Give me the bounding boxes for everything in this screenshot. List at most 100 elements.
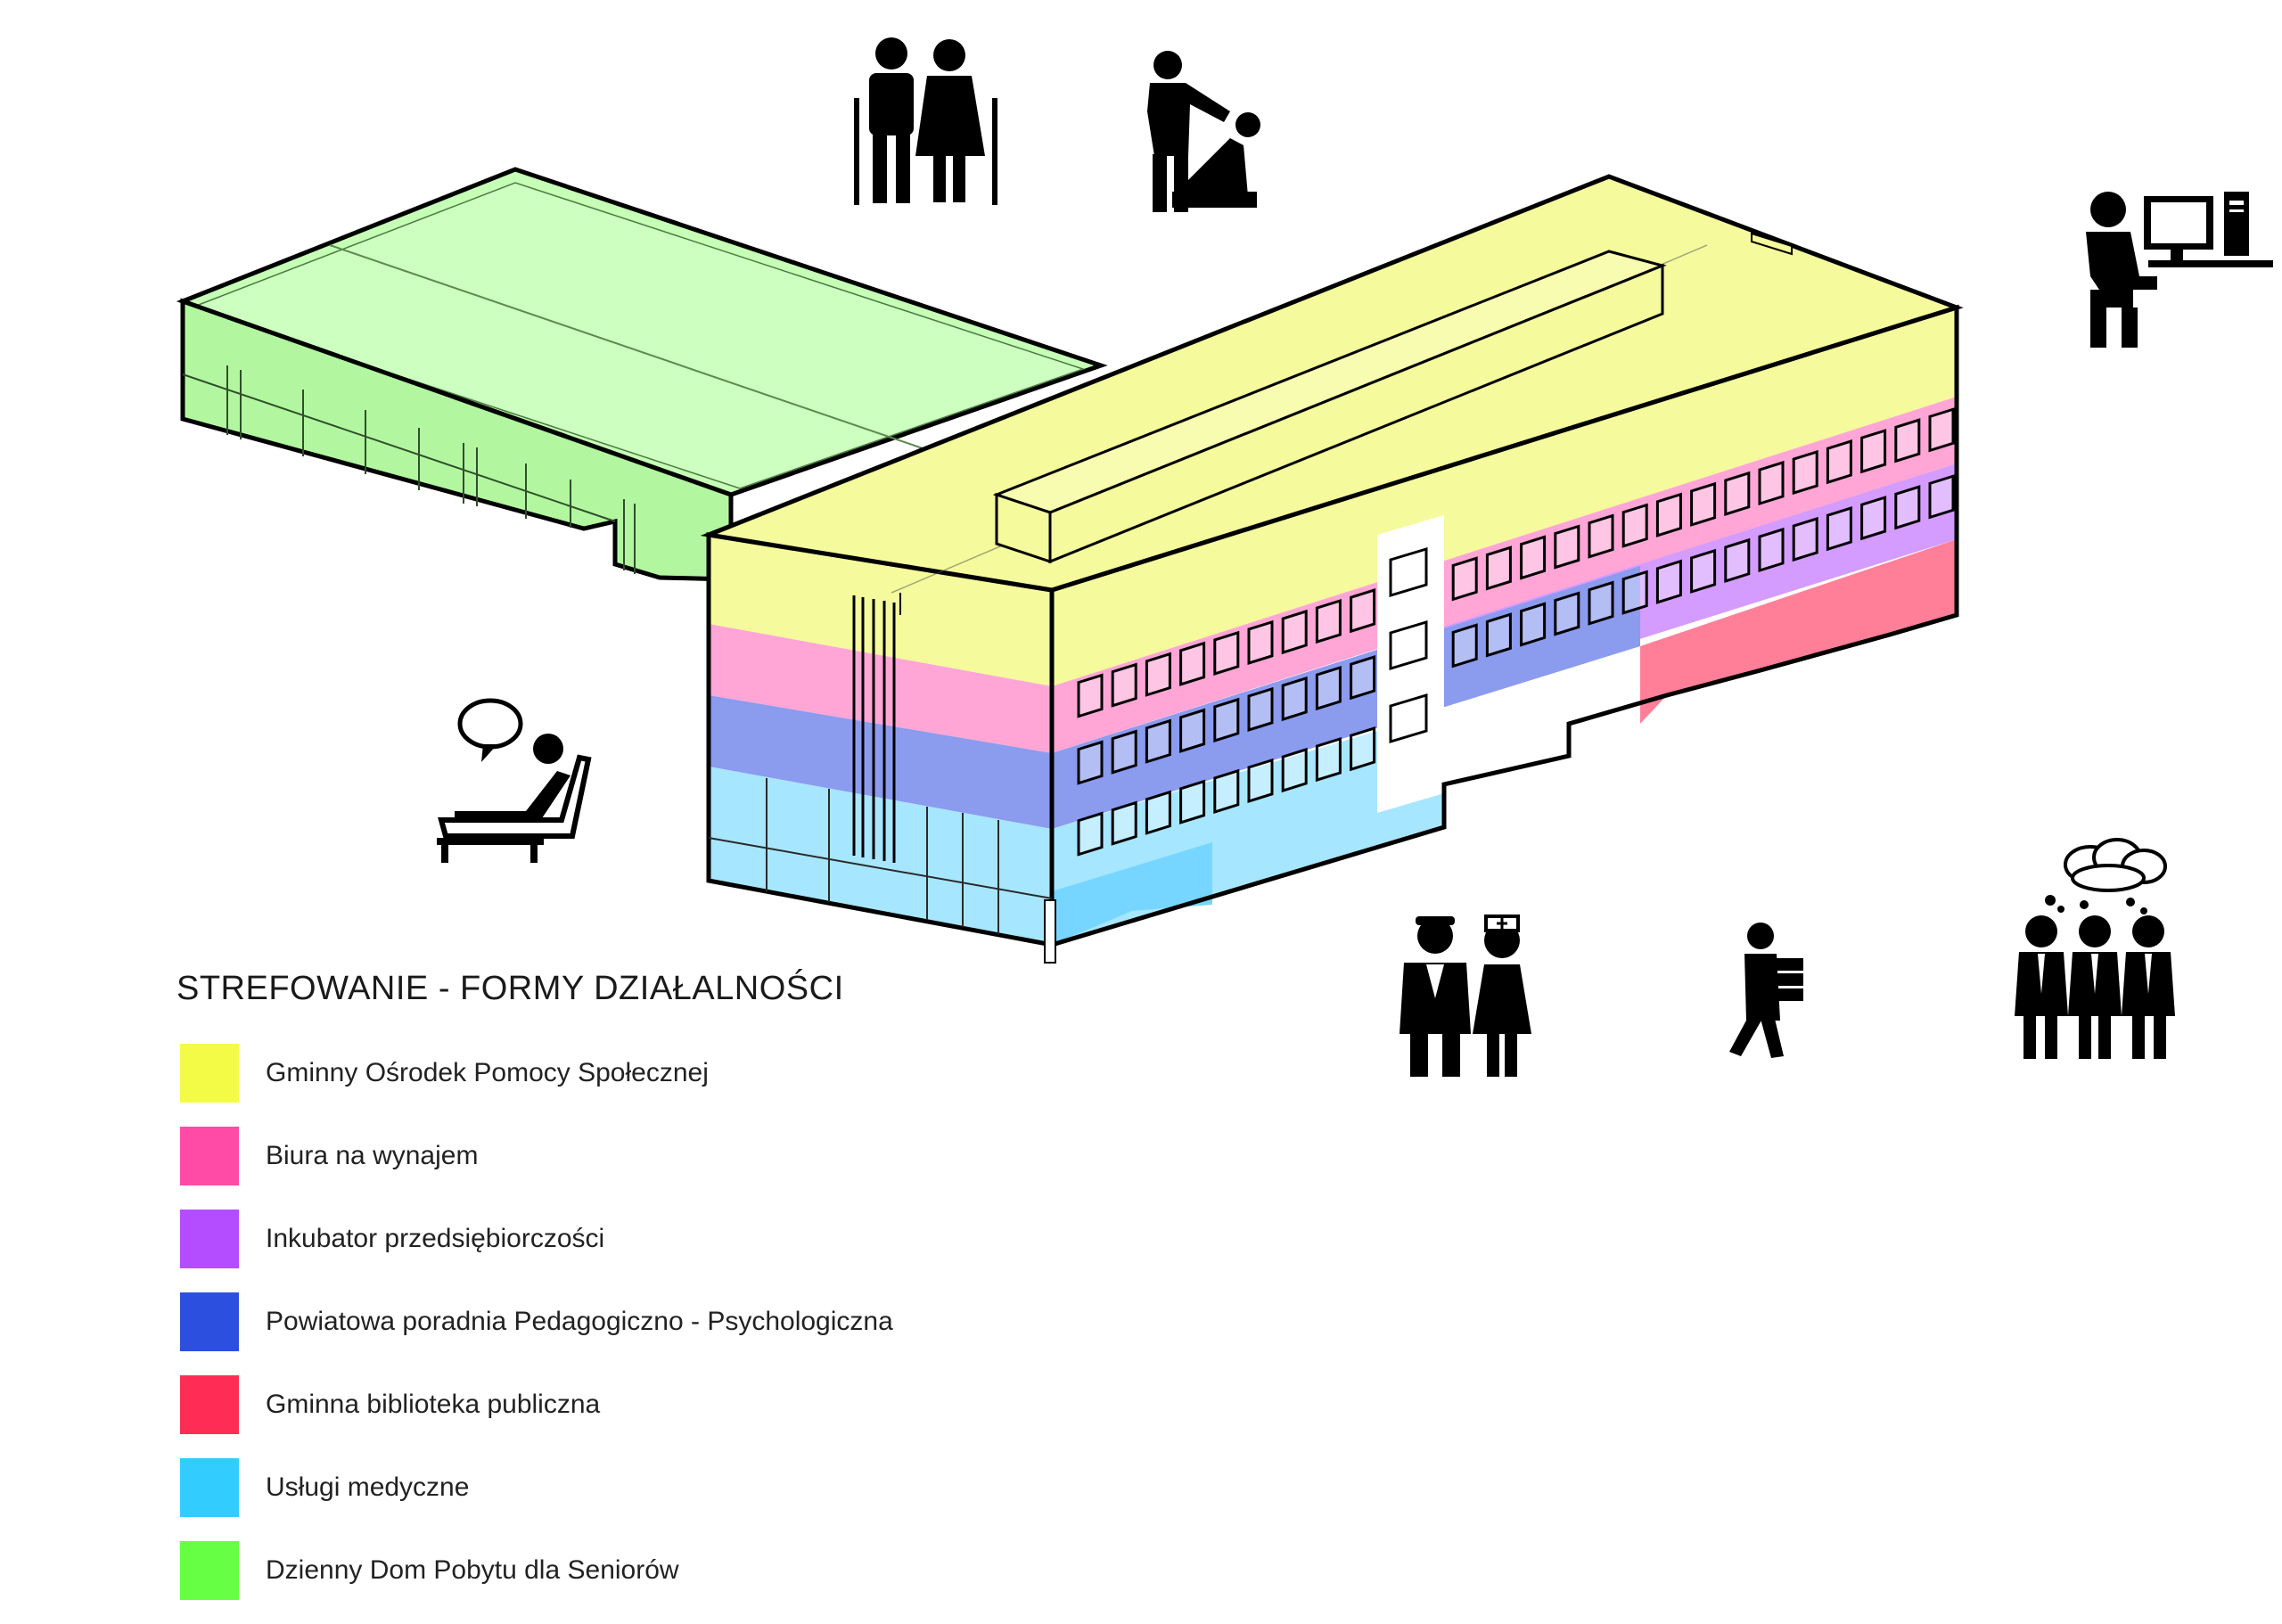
window — [1485, 545, 1512, 591]
window — [1111, 800, 1137, 846]
legend-swatch — [180, 1292, 239, 1351]
computer-worker-icon — [2086, 192, 2273, 348]
window — [1179, 708, 1206, 753]
stair-window — [1389, 546, 1428, 598]
legend-swatch — [180, 1375, 239, 1434]
legend-label: Dzienny Dom Pobytu dla Seniorów — [266, 1555, 679, 1585]
legend-item-yellow: Gminny Ośrodek Pomocy Społecznej — [176, 1044, 1246, 1103]
elderly-couple-icon — [854, 37, 997, 205]
window — [1350, 588, 1376, 634]
window — [1247, 686, 1274, 733]
legend-label: Gminny Ośrodek Pomocy Społecznej — [266, 1058, 709, 1087]
window — [1894, 418, 1921, 463]
window — [1758, 527, 1785, 573]
window — [1145, 790, 1171, 835]
window — [1792, 516, 1818, 562]
window — [1179, 779, 1206, 824]
window — [1520, 535, 1547, 580]
window — [1621, 503, 1648, 548]
business-group-icon — [2015, 838, 2175, 1059]
legend-title: STREFOWANIE - FORMY DZIAŁALNOŚCI — [176, 970, 844, 1007]
legend-label: Biura na wynajem — [266, 1141, 479, 1170]
window — [1247, 619, 1274, 666]
window-rows — [1077, 407, 1955, 857]
legend-swatch — [180, 1127, 239, 1185]
window — [1792, 449, 1818, 496]
window — [1111, 662, 1137, 708]
doctor-nurse-icon — [1400, 915, 1531, 1077]
window — [1350, 726, 1376, 772]
therapy-couch-icon — [437, 698, 592, 863]
window — [1724, 537, 1751, 583]
legend-label: Powiatowa poradnia Pedagogiczno - Psycho… — [266, 1307, 893, 1336]
window — [1485, 612, 1512, 658]
window — [1350, 655, 1376, 701]
window — [1213, 697, 1240, 742]
window — [1588, 580, 1614, 626]
zone-cyan-left — [709, 767, 1052, 945]
window — [1179, 641, 1206, 686]
window — [1826, 439, 1852, 485]
book-carrier-icon — [1729, 923, 1803, 1058]
legend-item-pink: Biura na wynajem — [176, 1127, 1246, 1185]
zone-yellow-right — [1052, 308, 1957, 686]
legend-swatch — [180, 1458, 239, 1517]
stair-window — [1389, 619, 1428, 671]
seniors-wing-facade — [180, 298, 734, 582]
window — [1690, 548, 1717, 594]
zone-cyan-entrance — [1052, 842, 1212, 945]
window — [1315, 736, 1342, 783]
legend-label: Gminna biblioteka publiczna — [266, 1390, 601, 1419]
stair-window — [1389, 693, 1428, 744]
roof-skylight-side — [1048, 263, 1664, 564]
thought-cloud-icon — [2064, 838, 2167, 892]
window — [1145, 718, 1171, 764]
window — [1451, 556, 1478, 602]
window — [1621, 570, 1648, 615]
window — [1281, 747, 1308, 793]
window — [1690, 481, 1717, 527]
window — [1860, 496, 1887, 541]
window — [1554, 524, 1580, 570]
window — [1145, 652, 1171, 697]
window — [1724, 471, 1751, 516]
legend-item-blue: Powiatowa poradnia Pedagogiczno - Psycho… — [176, 1292, 1246, 1351]
legend-swatch — [180, 1210, 239, 1268]
legend-item-purple: Inkubator przedsiębiorczości — [176, 1210, 1246, 1268]
window — [1588, 513, 1614, 559]
window — [1315, 665, 1342, 711]
column-pillar — [1044, 899, 1056, 964]
zone-blue-right — [1052, 566, 1640, 829]
window — [1894, 485, 1921, 530]
zone-yellow-left — [709, 535, 1052, 686]
legend-swatch — [180, 1541, 239, 1600]
window — [1655, 559, 1682, 604]
window — [1758, 460, 1785, 506]
window — [1928, 474, 1955, 520]
window — [1077, 811, 1104, 857]
window — [1315, 598, 1342, 644]
window — [1826, 506, 1852, 552]
window — [1860, 429, 1887, 474]
legend-label: Usługi medyczne — [266, 1472, 470, 1502]
seniors-wing-roof-inner — [189, 182, 1086, 489]
zone-pink-right — [1052, 397, 1957, 753]
window — [1077, 740, 1104, 785]
window — [1655, 492, 1682, 537]
window — [1077, 673, 1104, 718]
legend-item-cyan: Usługi medyczne — [176, 1458, 1246, 1517]
main-block-roof — [700, 174, 1964, 615]
legend-item-green: Dzienny Dom Pobytu dla Seniorów — [176, 1541, 1246, 1600]
window — [1247, 758, 1274, 804]
main-block-left-facade — [706, 532, 1056, 964]
window — [1520, 602, 1547, 647]
legend-label: Inkubator przedsiębiorczości — [266, 1224, 605, 1253]
caregiver-helping-icon — [1147, 51, 1260, 212]
main-block-right-facade — [1049, 304, 1959, 948]
window — [1281, 609, 1308, 655]
window — [1451, 623, 1478, 668]
window — [1928, 407, 1955, 453]
seniors-wing — [176, 167, 1108, 582]
window — [1213, 768, 1240, 814]
